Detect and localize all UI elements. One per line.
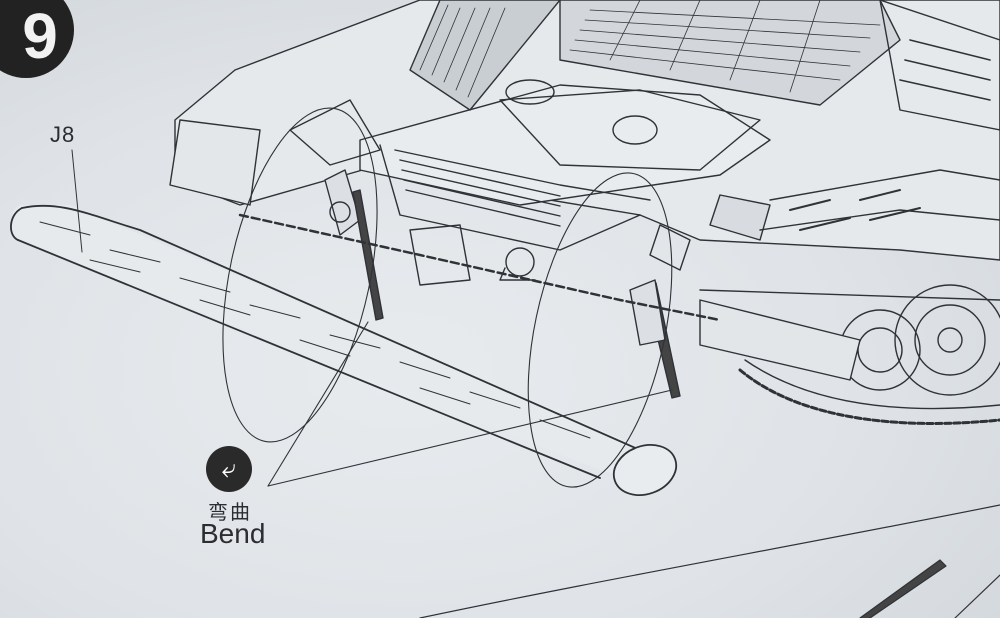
log-part-j8 bbox=[10, 149, 678, 496]
bend-label-chinese: 弯曲 bbox=[208, 502, 252, 524]
bend-label-english: Bend bbox=[200, 518, 266, 549]
sheet-edge-lines bbox=[419, 504, 1000, 618]
bracket-parts bbox=[238, 169, 722, 399]
detail-callout-ellipses bbox=[222, 107, 673, 488]
track-assembly bbox=[699, 284, 1000, 425]
part-label-j8: J8 bbox=[50, 122, 76, 147]
step-number: 9 bbox=[22, 0, 58, 72]
tank-hull bbox=[169, 0, 1000, 261]
bend-arrow-icon: ⤶ bbox=[206, 446, 252, 492]
bend-leader-lines bbox=[267, 321, 673, 487]
